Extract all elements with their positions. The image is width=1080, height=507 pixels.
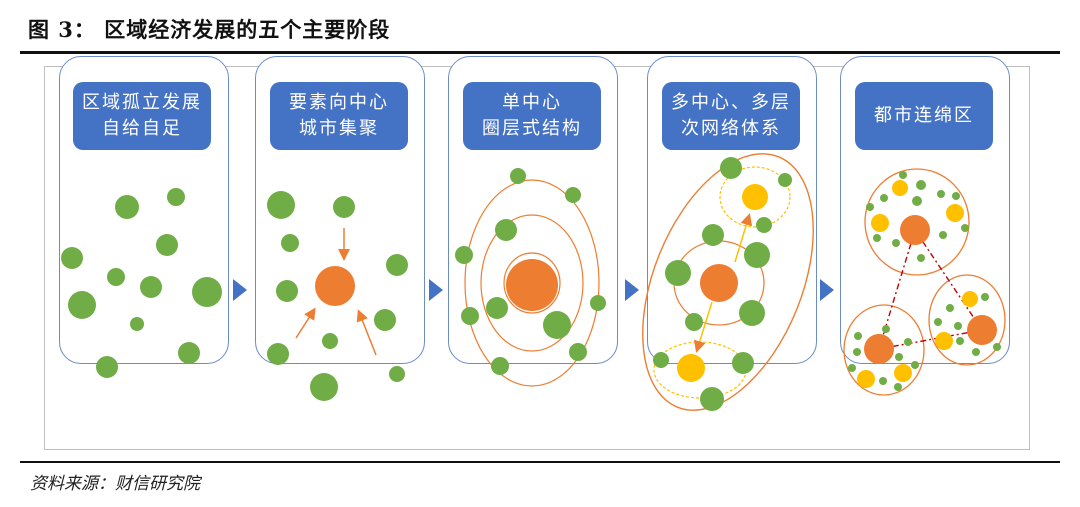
next-stage-arrow-1 <box>233 279 247 301</box>
stage-header-3-line2: 圈层式结构 <box>482 118 582 139</box>
stage-header-2-line2: 城市集聚 <box>299 118 379 139</box>
stage-header-4: 多中心、多层 次网络体系 <box>662 82 800 150</box>
next-stage-arrow-2 <box>429 279 443 301</box>
stage1-dots <box>61 188 222 378</box>
stage-header-2: 要素向中心 城市集聚 <box>270 82 408 150</box>
bottom-rule <box>20 461 1060 463</box>
stage-header-5-line1: 都市连绵区 <box>874 105 974 126</box>
stage-header-4-line2: 次网络体系 <box>681 118 781 139</box>
stage-header-1: 区域孤立发展 自给自足 <box>73 82 211 150</box>
top-rule <box>20 51 1060 54</box>
next-stage-arrow-4 <box>820 279 834 301</box>
stage-header-1-line2: 自给自足 <box>102 118 182 139</box>
stage5-metropolitan-belt <box>843 168 1006 396</box>
next-stage-arrow-3 <box>625 279 639 301</box>
stage-header-4-line1: 多中心、多层 <box>671 92 791 113</box>
figure-title: 图 3： 区域经济发展的五个主要阶段 <box>28 17 391 42</box>
stage4-network <box>642 153 814 411</box>
stage-header-2-line1: 要素向中心 <box>289 92 389 113</box>
stage-header-3: 单中心 圈层式结构 <box>463 82 601 150</box>
stage2-agglomeration <box>267 191 408 401</box>
stage-header-3-line1: 单中心 <box>502 92 562 113</box>
stage3-concentric <box>455 168 606 387</box>
stage-header-1-line1: 区域孤立发展 <box>82 92 202 113</box>
figure-source: 资料来源：财信研究院 <box>30 474 200 494</box>
stage-header-5: 都市连绵区 <box>855 82 993 150</box>
